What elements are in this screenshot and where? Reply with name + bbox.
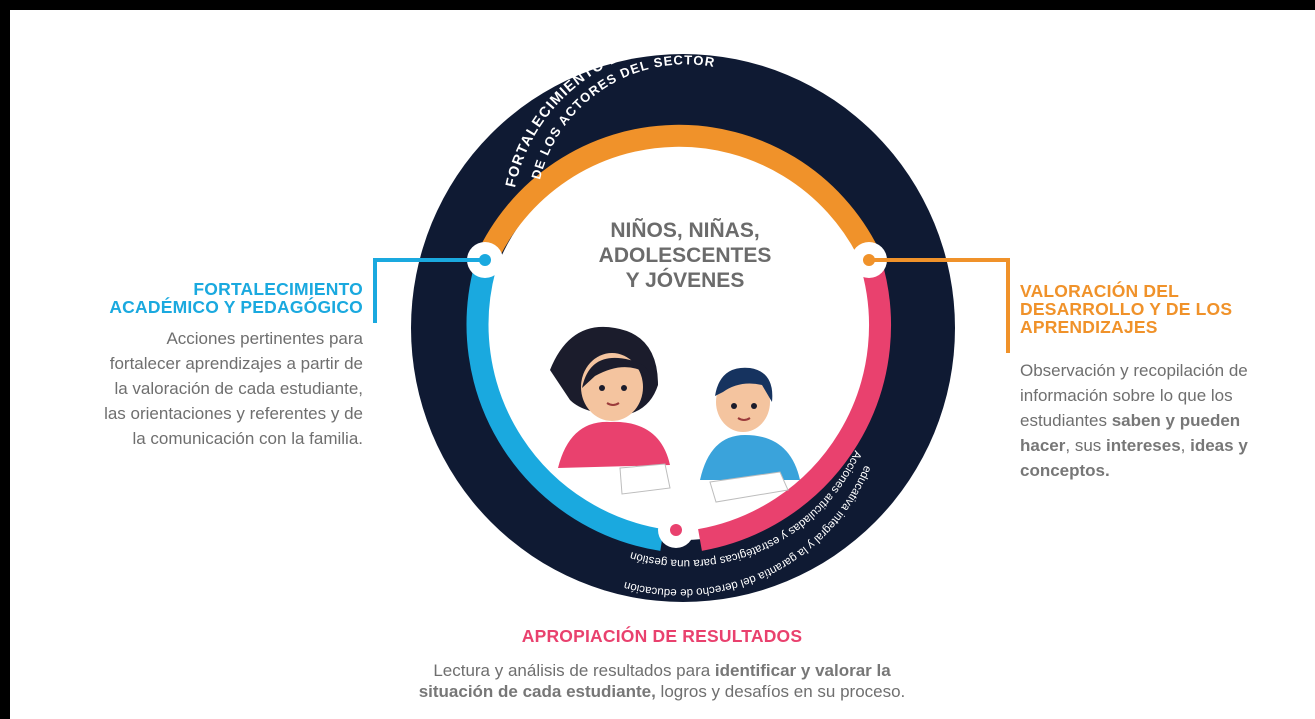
right-title-line1: VALORACIÓN DEL <box>1020 281 1180 301</box>
right-connector <box>869 258 1010 353</box>
right-desc-line5-bold: conceptos. <box>1020 461 1110 480</box>
right-desc-line4-comma: , <box>1180 436 1191 455</box>
right-title: VALORACIÓN DEL DESARROLLO Y DE LOS APREN… <box>1020 282 1310 336</box>
right-desc-line4-bold3: ideas y <box>1190 436 1248 455</box>
bottom-section: APROPIACIÓN DE RESULTADOS Lectura y anál… <box>362 626 962 702</box>
left-desc-line1: Acciones pertinentes para <box>166 329 363 348</box>
right-desc-line4: hacer, sus intereses, ideas y <box>1020 433 1310 458</box>
pink-arc <box>698 256 891 551</box>
node-bottom-dot <box>670 524 682 536</box>
bottom-desc-line2-post: logros y desafíos en su proceso. <box>655 682 906 701</box>
diagram-frame: FORTALECIMIENTO DE CAPACIDADES DE LOS AC… <box>10 10 1315 719</box>
bottom-desc-line2: situación de cada estudiante, logros y d… <box>362 681 962 702</box>
right-desc-line1: Observación y recopilación de <box>1020 361 1248 380</box>
left-description: Acciones pertinentes para fortalecer apr… <box>33 326 363 451</box>
bottom-desc-line1-pre: Lectura y análisis de resultados para <box>433 661 715 680</box>
center-title-line2: ADOLESCENTES <box>598 244 772 267</box>
bottom-description: Lectura y análisis de resultados para id… <box>362 660 962 702</box>
right-desc-line3-bold: saben y pueden <box>1111 411 1241 430</box>
right-desc-line2: información sobre lo que los <box>1020 386 1233 405</box>
left-title: FORTALECIMIENTO ACADÉMICO Y PEDAGÓGICO <box>33 280 363 316</box>
blue-arc <box>466 265 664 551</box>
left-title-line1: FORTALECIMIENTO <box>193 279 363 299</box>
left-desc-line2: fortalecer aprendizajes a partir de <box>109 354 363 373</box>
right-desc-line3-pre: estudiantes <box>1020 411 1112 430</box>
right-desc-line4-bold: hacer <box>1020 436 1066 455</box>
center-title-line1: NIÑOS, NIÑAS, <box>610 219 760 242</box>
left-desc-line3: la valoración de cada estudiante, <box>114 379 363 398</box>
orange-arc <box>474 124 879 267</box>
left-desc-line4: las orientaciones y referentes y de <box>104 404 363 423</box>
right-section: VALORACIÓN DEL DESARROLLO Y DE LOS APREN… <box>1020 282 1310 483</box>
right-desc-line4-mid: , sus <box>1065 436 1106 455</box>
right-desc-line3: estudiantes saben y pueden <box>1020 408 1310 433</box>
center-title-line3: Y JÓVENES <box>625 269 745 292</box>
right-desc-line5: conceptos. <box>1020 458 1310 483</box>
right-title-line2: DESARROLLO Y DE LOS <box>1020 299 1233 319</box>
left-title-line2: ACADÉMICO Y PEDAGÓGICO <box>109 297 363 317</box>
center-title: NIÑOS, NIÑAS, ADOLESCENTES Y JÓVENES <box>550 218 820 293</box>
left-connector <box>373 258 485 323</box>
bottom-title: APROPIACIÓN DE RESULTADOS <box>521 626 803 646</box>
children-drawing-illustration <box>550 326 800 503</box>
circular-diagram: FORTALECIMIENTO DE CAPACIDADES DE LOS AC… <box>373 36 1010 602</box>
bottom-desc-line2-bold: situación de cada estudiante, <box>418 682 656 701</box>
right-title-line3: APRENDIZAJES <box>1020 317 1158 337</box>
bottom-desc-line1-bold: identificar y valorar la <box>714 661 891 680</box>
left-section: FORTALECIMIENTO ACADÉMICO Y PEDAGÓGICO A… <box>33 280 363 451</box>
right-desc-line4-bold2: intereses <box>1106 436 1181 455</box>
right-description: Observación y recopilación de informació… <box>1020 358 1310 483</box>
bottom-desc-line1: Lectura y análisis de resultados para id… <box>362 660 962 681</box>
left-desc-line5: la comunicación con la familia. <box>132 429 363 448</box>
